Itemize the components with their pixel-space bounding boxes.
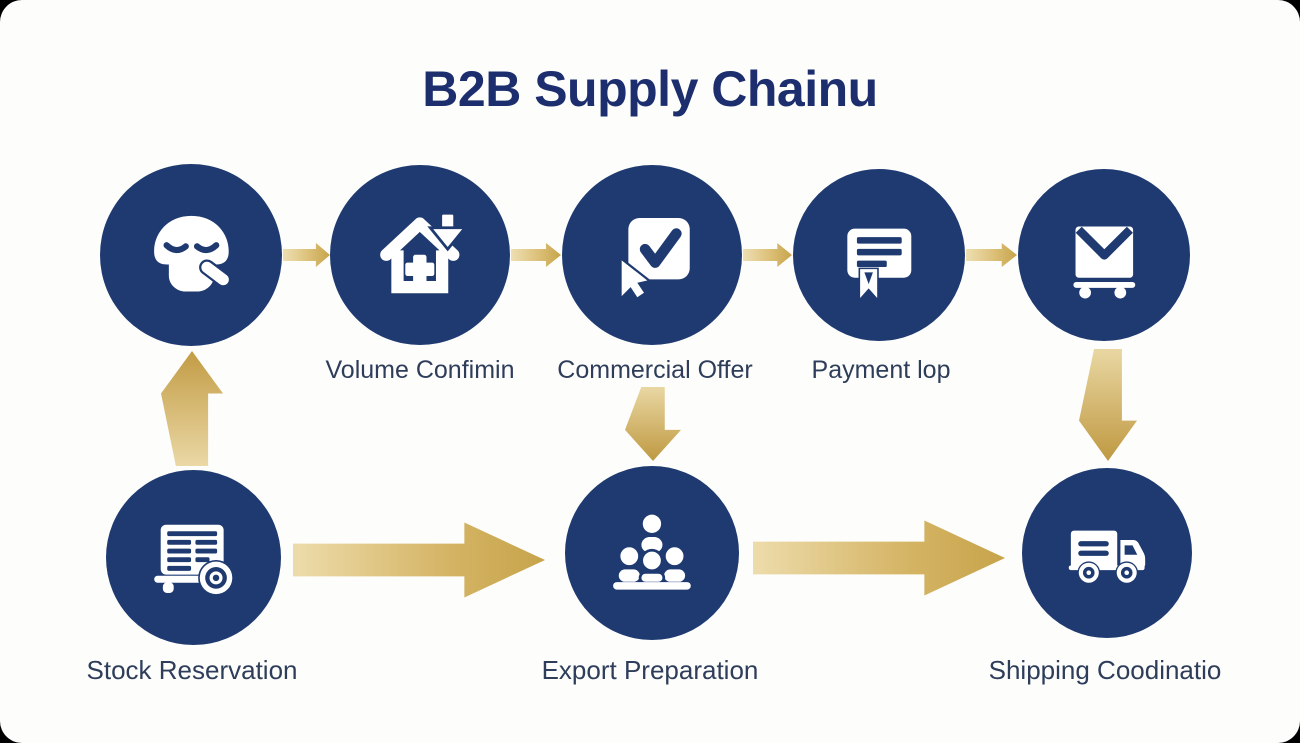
- arrow-down-icon: [625, 387, 681, 461]
- node-product-search: [100, 164, 282, 346]
- arrow-right-icon: [966, 243, 1017, 267]
- node-volume-confirm: [330, 165, 510, 345]
- node-export-preparation: [565, 466, 739, 640]
- inventory-list-icon: [154, 524, 235, 597]
- node-payment: [793, 169, 965, 341]
- arrow-right-icon: [283, 243, 330, 267]
- arrow-right-icon: [753, 520, 1005, 596]
- label-commercial-offer: Commercial Offer: [557, 356, 753, 384]
- label-export-preparation: Export Preparation: [541, 655, 759, 685]
- checkbox-confirm-icon: [619, 218, 690, 302]
- label-volume-confirm: Volume Confimin: [325, 356, 515, 384]
- node-stock-reservation: [106, 470, 281, 645]
- mail-shipment-icon: [1073, 226, 1135, 299]
- delivery-truck-icon: [1069, 530, 1146, 585]
- label-shipping-coordination: Shipping Coodinatio: [988, 655, 1222, 685]
- page-title: B2B Supply Chainu: [422, 61, 878, 117]
- arrow-up-icon: [161, 351, 223, 466]
- arrow-right-icon: [293, 522, 545, 598]
- node-mail-shipment: [1018, 169, 1190, 341]
- arrow-right-icon: [511, 243, 561, 267]
- label-payment: Payment lop: [811, 356, 951, 384]
- certificate-icon: [847, 228, 911, 302]
- node-shipping-coordination: [1022, 468, 1192, 638]
- arrow-down-icon: [1079, 349, 1137, 461]
- warehouse-intake-icon: [380, 212, 469, 294]
- product-search-icon: [153, 215, 231, 292]
- node-commercial-offer: [562, 165, 742, 345]
- label-stock-reservation: Stock Reservation: [86, 655, 298, 685]
- arrow-right-icon: [743, 243, 792, 267]
- team-icon: [613, 514, 691, 590]
